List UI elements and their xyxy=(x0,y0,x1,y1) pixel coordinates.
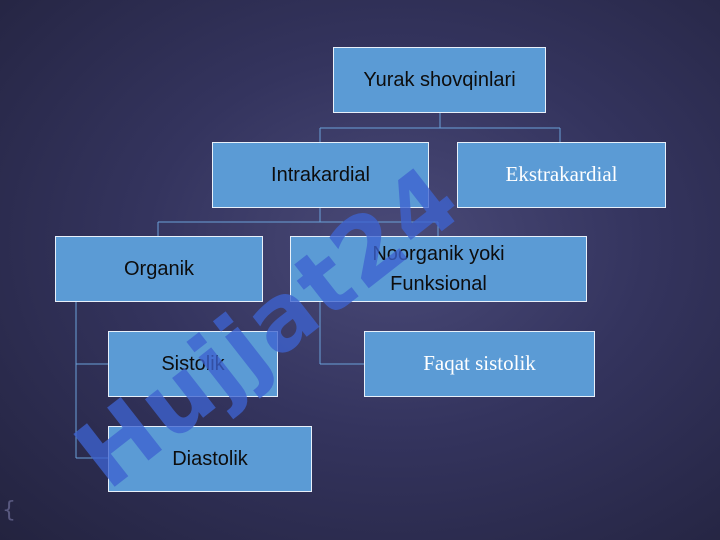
node-faqat-sistolik-label: Faqat sistolik xyxy=(423,351,536,376)
node-noorganik: Noorganik yoki Funksional xyxy=(290,236,587,302)
node-diastolik-label: Diastolik xyxy=(172,448,248,470)
node-ekstrakardial-label: Ekstrakardial xyxy=(505,162,618,187)
node-organik: Organik xyxy=(55,236,263,302)
node-diastolik: Diastolik xyxy=(108,426,312,492)
node-sistolik-label: Sistolik xyxy=(161,353,225,375)
node-intrakardial-label: Intrakardial xyxy=(271,164,370,186)
node-sistolik: Sistolik xyxy=(108,331,278,397)
node-intrakardial: Intrakardial xyxy=(212,142,429,208)
node-root: Yurak shovqinlari xyxy=(333,47,546,113)
corner-brace: { xyxy=(2,498,16,523)
node-organik-label: Organik xyxy=(123,258,195,280)
node-noorganik-line2: Funksional xyxy=(390,273,487,295)
node-ekstrakardial: Ekstrakardial xyxy=(457,142,666,208)
node-noorganik-line1: Noorganik yoki xyxy=(372,243,505,265)
node-root-label: Yurak shovqinlari xyxy=(363,69,516,91)
node-faqat-sistolik: Faqat sistolik xyxy=(364,331,595,397)
